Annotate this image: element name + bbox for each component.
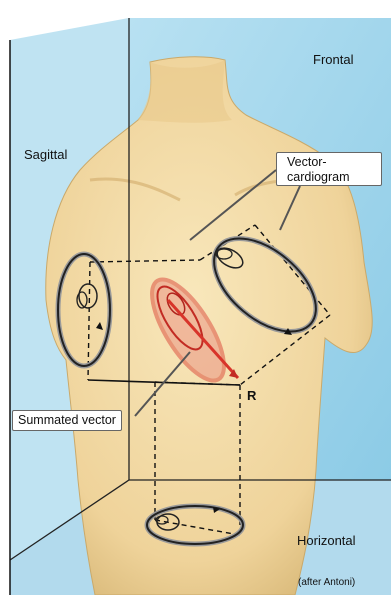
neck-shadow bbox=[138, 60, 232, 123]
frontal-label: Frontal bbox=[313, 52, 353, 67]
credit-label: (after Antoni) bbox=[298, 575, 355, 590]
vectorcardiogram-label-line2: cardiogram bbox=[287, 170, 381, 185]
vectorcardiogram-label-line1: Vector- bbox=[287, 155, 381, 170]
sagittal-label: Sagittal bbox=[24, 147, 67, 162]
summated-vector-label: Summated vector bbox=[12, 410, 122, 431]
r-label: R bbox=[247, 388, 256, 403]
vectorcardiogram-label: Vector- cardiogram bbox=[276, 152, 382, 186]
horizontal-label: Horizontal bbox=[297, 533, 356, 548]
